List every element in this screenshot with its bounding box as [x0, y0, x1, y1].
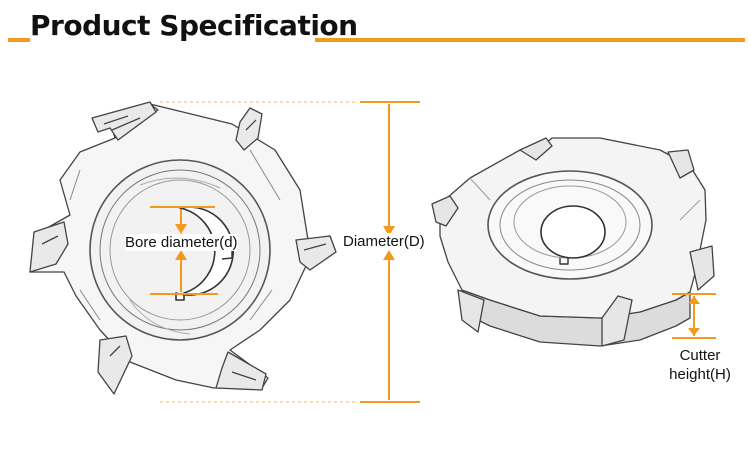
header: Product Specification: [0, 0, 750, 60]
cutter-height-label: Cutter height(H): [660, 346, 740, 384]
bore-diameter-label: Bore diameter(d): [125, 234, 238, 251]
cutter-height-label-line1: Cutter: [679, 347, 721, 364]
diameter-dimension: [160, 101, 420, 403]
title-accent-rule: [315, 38, 745, 42]
bore-dimension: [150, 206, 218, 295]
cutter-height-label-line2: height(H): [669, 366, 731, 383]
title-accent-left: [8, 38, 30, 42]
cutter-height-dimension: [672, 293, 716, 339]
page-title: Product Specification: [30, 9, 358, 42]
angled-view-cutter: [431, 137, 715, 347]
diameter-label: Diameter(D): [343, 233, 425, 250]
